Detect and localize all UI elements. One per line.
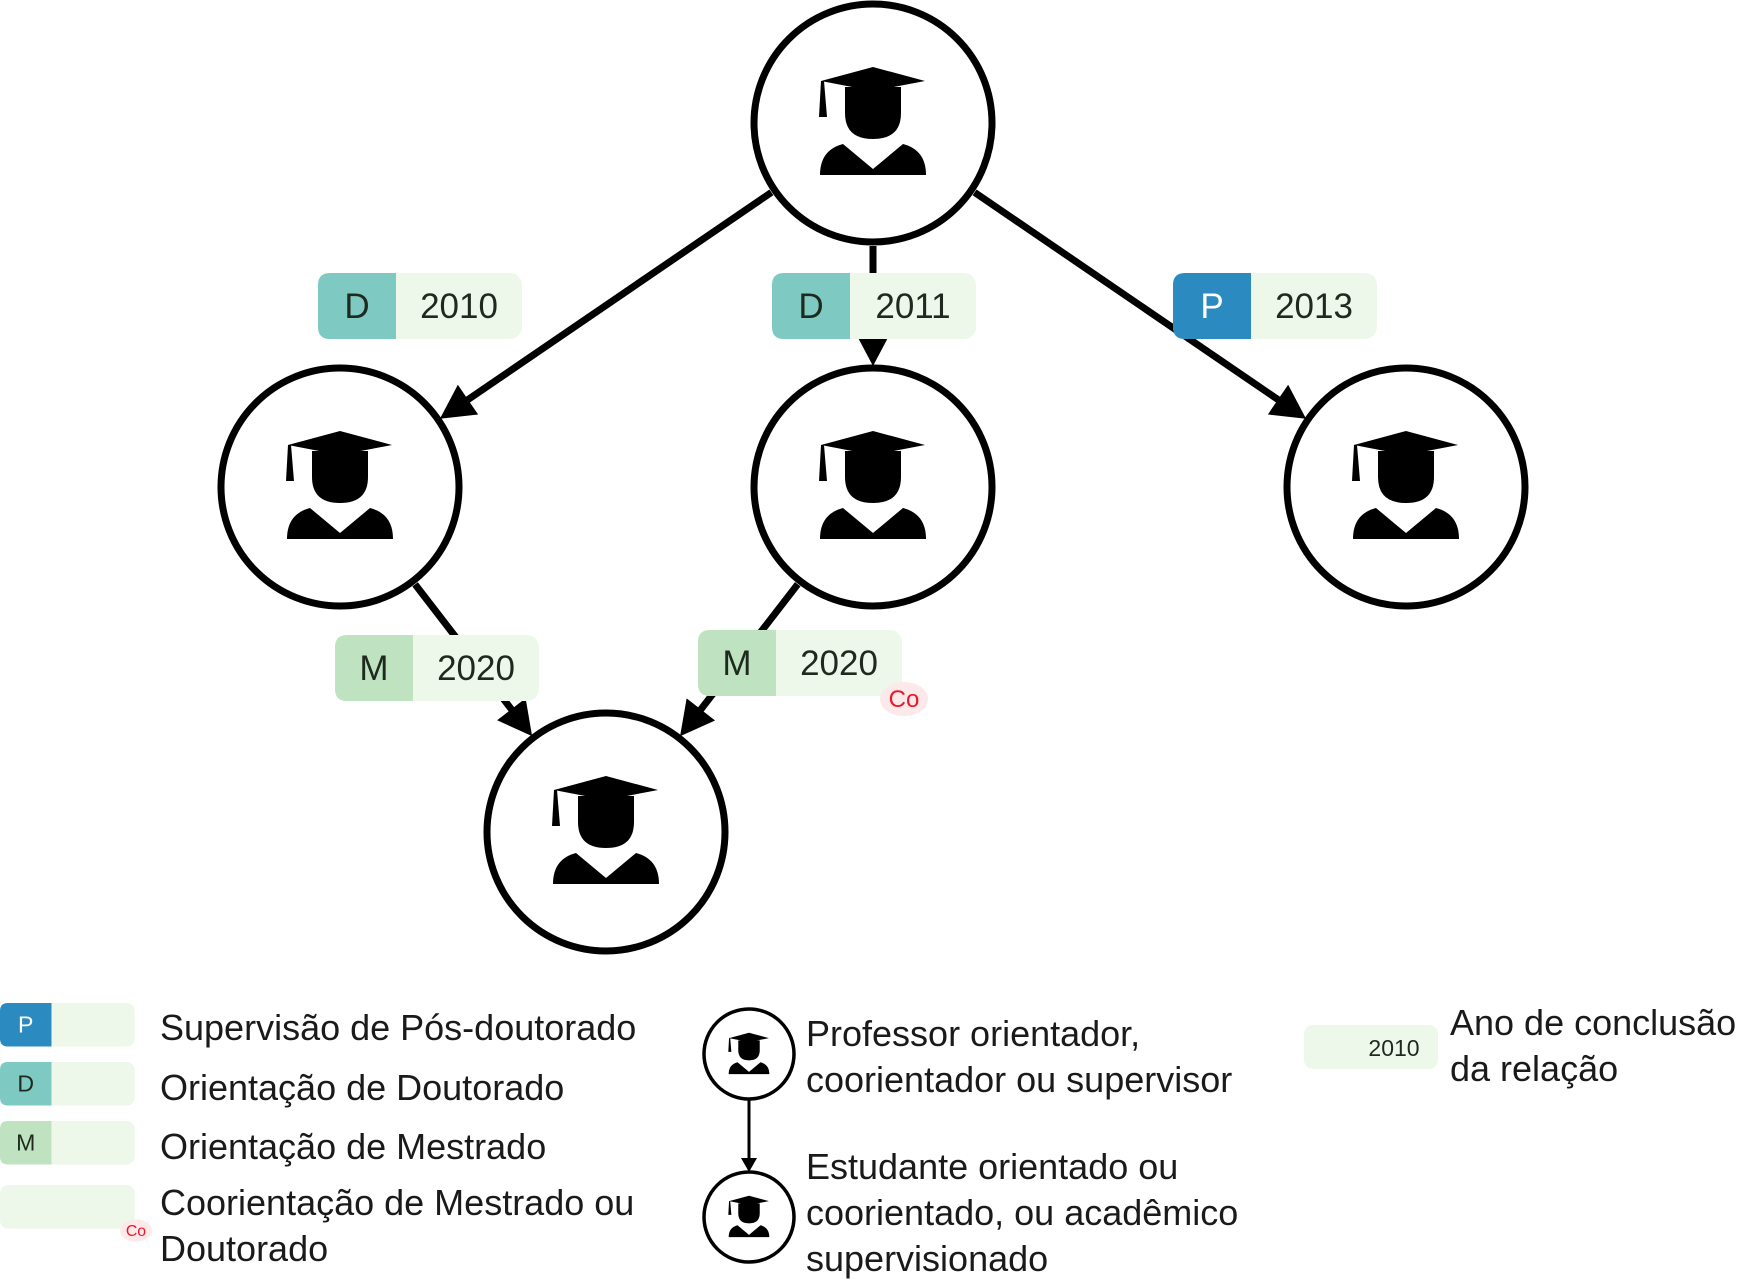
legend-label-year: Ano de conclusão da relação bbox=[1450, 1002, 1737, 1089]
nodes-layer bbox=[217, 0, 1529, 955]
year-pill bbox=[1304, 1025, 1438, 1069]
legend-student-node bbox=[702, 1170, 796, 1264]
edge-tag-2: D 2011 bbox=[772, 273, 976, 339]
person-node-right[interactable] bbox=[1283, 364, 1529, 610]
relation-type-code: D bbox=[17, 1071, 34, 1097]
legend-badge-D: D bbox=[0, 1062, 135, 1106]
co-badge bbox=[120, 1219, 152, 1242]
relation-type-badge bbox=[1173, 273, 1251, 339]
relation-year: 2013 bbox=[1275, 287, 1353, 326]
edge-n-top-n-left bbox=[439, 189, 774, 419]
arrowhead bbox=[855, 332, 891, 366]
relation-type-code: M bbox=[16, 1130, 35, 1156]
person-node-top[interactable] bbox=[750, 0, 996, 246]
relation-year: 2020 bbox=[437, 649, 515, 688]
arrowhead bbox=[680, 698, 716, 737]
arrowhead bbox=[741, 1158, 757, 1172]
edge-line bbox=[972, 189, 1292, 411]
legend-badge-M: M bbox=[0, 1121, 135, 1165]
edge-tag-3: P 2013 bbox=[1173, 273, 1377, 339]
legend-label-doctorate: Orientação de Doutorado bbox=[160, 1067, 565, 1108]
legend-label-postdoc: Supervisão de Pós-doutorado bbox=[160, 1007, 637, 1048]
person-node-left[interactable] bbox=[217, 364, 463, 610]
legend-node-example bbox=[702, 1007, 796, 1264]
legend-year-value: 2010 bbox=[1368, 1035, 1419, 1061]
edge-n-top-n-right bbox=[972, 189, 1307, 419]
legend-badge-co: Co bbox=[0, 1185, 152, 1242]
legend-layer: P D M Co 2010 bbox=[0, 1003, 1438, 1264]
person-node-bottom[interactable] bbox=[483, 709, 729, 955]
edge-line bbox=[454, 189, 774, 411]
relation-type-code: D bbox=[798, 287, 823, 326]
relation-year: 2010 bbox=[420, 287, 498, 326]
co-badge-label: Co bbox=[126, 1223, 146, 1240]
relation-type-badge bbox=[772, 273, 850, 339]
legend-label-coorientation: Coorientação de Mestrado ou Doutorado bbox=[160, 1182, 635, 1269]
legend-label-masters: Orientação de Mestrado bbox=[160, 1126, 547, 1167]
co-badge-label: Co bbox=[889, 686, 920, 713]
relation-type-code: D bbox=[344, 287, 369, 326]
person-node-mid[interactable] bbox=[750, 364, 996, 610]
legend-professor-node bbox=[702, 1007, 796, 1101]
legend-label-professor: Professor orientador, coorientador ou su… bbox=[806, 1013, 1233, 1100]
co-badge bbox=[880, 682, 928, 716]
legend-year-sample: 2010 bbox=[1304, 1025, 1438, 1069]
relation-type-code: M bbox=[359, 649, 388, 688]
relation-type-code: M bbox=[722, 644, 751, 683]
relation-type-badge bbox=[698, 630, 776, 696]
relation-type-badge bbox=[335, 635, 413, 701]
relation-type-badge bbox=[0, 1121, 52, 1165]
relation-year: 2020 bbox=[800, 644, 878, 683]
year-pill bbox=[0, 1185, 135, 1229]
relation-type-badge bbox=[318, 273, 396, 339]
relation-type-code: P bbox=[18, 1012, 33, 1038]
edge-tag-1: D 2010 bbox=[318, 273, 522, 339]
relation-type-badge bbox=[0, 1062, 52, 1106]
arrowhead bbox=[1267, 384, 1307, 419]
edge-tag-4: M 2020 bbox=[335, 635, 539, 701]
arrowhead bbox=[497, 698, 533, 737]
relation-type-badge bbox=[0, 1003, 52, 1047]
legend-label-student: Estudante orientado ou coorientado, ou a… bbox=[806, 1146, 1239, 1279]
relation-year: 2011 bbox=[875, 287, 950, 326]
legend-badge-P: P bbox=[0, 1003, 135, 1047]
arrowhead bbox=[439, 384, 479, 419]
relation-type-code: P bbox=[1200, 287, 1223, 326]
